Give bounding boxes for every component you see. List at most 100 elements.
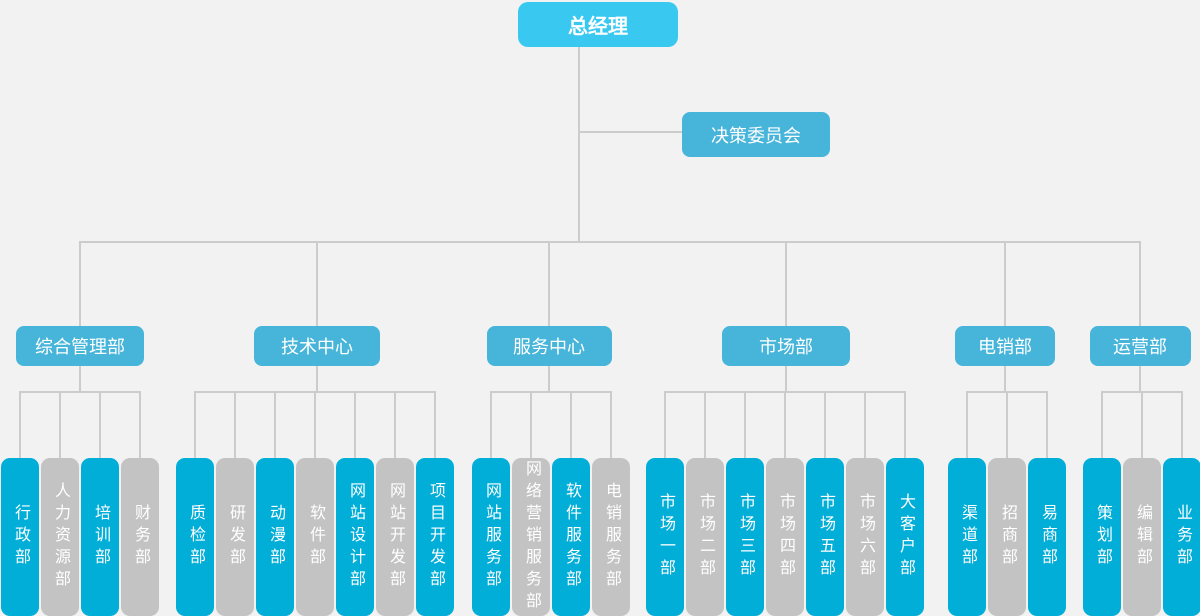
child-node: 项目开发部 — [416, 458, 454, 616]
child-node: 软件服务部 — [552, 458, 590, 616]
child-node-label: 编辑部 — [1134, 504, 1151, 570]
child-node-label: 招商部 — [999, 504, 1016, 570]
child-node-label: 网站开发部 — [387, 482, 404, 592]
connector-committee-horizontal — [578, 131, 682, 133]
connector-child-drop — [1006, 392, 1008, 459]
child-node-label: 业务部 — [1174, 504, 1191, 570]
child-node-label: 项目开发部 — [427, 482, 444, 592]
child-node-label: 市场六部 — [857, 493, 874, 581]
child-node: 策划部 — [1083, 458, 1121, 616]
department-node: 技术中心 — [254, 326, 380, 366]
child-node-label: 动漫部 — [267, 504, 284, 570]
connector-child-drop — [394, 392, 396, 459]
child-node-label: 易商部 — [1039, 504, 1056, 570]
child-node-label: 行政部 — [12, 504, 29, 570]
child-node-label: 研发部 — [227, 504, 244, 570]
child-node-label: 市场二部 — [697, 493, 714, 581]
child-node: 渠道部 — [948, 458, 986, 616]
connector-child-drop — [784, 392, 786, 459]
connector-child-drop — [274, 392, 276, 459]
connector-child-drop — [434, 392, 436, 459]
connector-dept-stub — [548, 366, 550, 393]
committee-node: 决策委员会 — [682, 112, 830, 157]
connector-child-drop — [1181, 392, 1183, 459]
child-node-label: 策划部 — [1094, 504, 1111, 570]
connector-child-drop — [490, 392, 492, 459]
connector-dept-drop — [1139, 243, 1141, 326]
connector-main-horizontal — [79, 241, 1141, 243]
connector-dept-stub — [316, 366, 318, 393]
connector-children-horizontal — [490, 391, 612, 393]
child-node-label: 软件部 — [307, 504, 324, 570]
connector-dept-stub — [79, 366, 81, 393]
child-node: 网站服务部 — [472, 458, 510, 616]
child-node: 财务部 — [121, 458, 159, 616]
child-node-label: 渠道部 — [959, 504, 976, 570]
child-node: 人力资源部 — [41, 458, 79, 616]
child-node: 大客户部 — [886, 458, 924, 616]
department-node-label: 服务中心 — [513, 337, 585, 357]
department-node: 运营部 — [1089, 326, 1191, 366]
connector-child-drop — [704, 392, 706, 459]
child-node: 软件部 — [296, 458, 334, 616]
connector-child-drop — [59, 392, 61, 459]
department-node: 服务中心 — [486, 326, 612, 366]
connector-child-drop — [530, 392, 532, 459]
child-node-label: 市场四部 — [777, 493, 794, 581]
root-node-label: 总经理 — [568, 16, 628, 38]
child-node: 网络营销服务部 — [512, 458, 550, 616]
connector-dept-drop — [79, 243, 81, 326]
department-node-label: 运营部 — [1113, 337, 1167, 357]
child-node: 市场六部 — [846, 458, 884, 616]
child-node: 市场三部 — [726, 458, 764, 616]
department-node: 综合管理部 — [16, 326, 144, 366]
child-node: 市场二部 — [686, 458, 724, 616]
connector-child-drop — [314, 392, 316, 459]
child-node-label: 软件服务部 — [563, 482, 580, 592]
child-node: 网站开发部 — [376, 458, 414, 616]
department-node-label: 技术中心 — [281, 337, 353, 357]
child-node: 研发部 — [216, 458, 254, 616]
child-node-label: 网络营销服务部 — [523, 460, 540, 614]
connector-dept-stub — [785, 366, 787, 393]
department-node-label: 综合管理部 — [35, 337, 125, 357]
child-node-label: 电销服务部 — [603, 482, 620, 592]
child-node: 招商部 — [988, 458, 1026, 616]
connector-child-drop — [99, 392, 101, 459]
connector-child-drop — [824, 392, 826, 459]
connector-root-vertical — [578, 45, 580, 243]
connector-child-drop — [194, 392, 196, 459]
connector-dept-drop — [548, 243, 550, 326]
child-node-label: 市场一部 — [657, 493, 674, 581]
connector-child-drop — [1101, 392, 1103, 459]
child-node-label: 网站服务部 — [483, 482, 500, 592]
child-node: 培训部 — [81, 458, 119, 616]
root-node: 总经理 — [518, 2, 678, 47]
connector-child-drop — [864, 392, 866, 459]
connector-child-drop — [570, 392, 572, 459]
connector-child-drop — [19, 392, 21, 459]
connector-dept-stub — [1139, 366, 1141, 393]
child-node: 市场四部 — [766, 458, 804, 616]
child-node-label: 市场五部 — [817, 493, 834, 581]
connector-child-drop — [139, 392, 141, 459]
connector-child-drop — [610, 392, 612, 459]
child-node: 网站设计部 — [336, 458, 374, 616]
child-node: 质检部 — [176, 458, 214, 616]
connector-child-drop — [744, 392, 746, 459]
child-node-label: 市场三部 — [737, 493, 754, 581]
child-node: 行政部 — [1, 458, 39, 616]
child-node: 业务部 — [1163, 458, 1200, 616]
child-node: 电销服务部 — [592, 458, 630, 616]
child-node-label: 财务部 — [132, 504, 149, 570]
connector-child-drop — [904, 392, 906, 459]
connector-child-drop — [966, 392, 968, 459]
child-node-label: 大客户部 — [897, 493, 914, 581]
child-node: 动漫部 — [256, 458, 294, 616]
department-node-label: 市场部 — [759, 337, 813, 357]
child-node-label: 网站设计部 — [347, 482, 364, 592]
child-node-label: 质检部 — [187, 504, 204, 570]
connector-child-drop — [1046, 392, 1048, 459]
connector-child-drop — [1141, 392, 1143, 459]
